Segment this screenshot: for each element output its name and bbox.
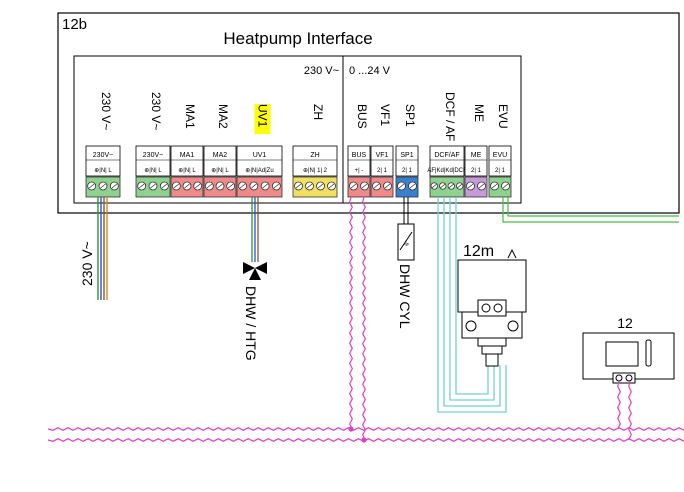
valve-wiring	[251, 197, 259, 262]
uv1-highlight	[254, 104, 271, 134]
connector-block	[292, 176, 338, 198]
voltage-high-label: 230 V~	[304, 65, 339, 77]
terminal-pin-labels: ⊕|N| L	[94, 168, 112, 174]
terminal-vertical-label: MA1	[183, 104, 197, 129]
terminal-box-label: SP1	[400, 152, 413, 159]
terminal-vertical-label: ME	[472, 104, 486, 122]
module-wiring	[437, 197, 507, 413]
terminal-box-label: EVU	[493, 152, 507, 159]
terminal-t230a: 230 V~ 230V~ ⊕|N| L	[85, 92, 121, 198]
controller-12: 12	[582, 315, 675, 384]
cylinder-sensor-wiring	[403, 197, 409, 225]
terminal-box-label: ZH	[310, 152, 319, 159]
terminal-pin-labels: ⊕|N| L	[144, 168, 162, 174]
terminal-box-label: MA2	[213, 152, 228, 159]
terminal-pin-labels: 2| 1	[471, 168, 482, 174]
terminal-tme: ME ME 2| 1	[464, 104, 488, 198]
terminal-vertical-label: ZH	[311, 104, 325, 120]
terminal-box-label: VF1	[376, 152, 389, 159]
terminal-pin-labels: 2| 1	[495, 168, 506, 174]
interface-board	[73, 55, 522, 204]
terminal-pin-labels: +| -	[355, 168, 364, 174]
terminal-box-label: ME	[471, 152, 482, 159]
terminal-tbus: BUS BUS +| -	[347, 104, 371, 198]
sensor-label: DHW CYL	[397, 264, 413, 329]
terminal-box-label: 230V~	[93, 152, 113, 159]
terminal-vertical-label: VF1	[378, 104, 392, 126]
evu-wiring	[502, 197, 679, 223]
bus-junction-1	[348, 426, 354, 432]
terminal-box-label: 230V~	[143, 152, 163, 159]
controller-label: 12	[617, 315, 633, 331]
terminal-vertical-label: BUS	[355, 104, 369, 129]
svg-text:-ϑ: -ϑ	[402, 240, 408, 246]
three-way-valve-icon	[243, 262, 267, 280]
terminal-box-label: MA1	[180, 152, 195, 159]
terminal-tdcf: DCF / AF DCF/AF AF|Kd|Kd|DCF	[427, 92, 467, 198]
mains-cable	[97, 197, 108, 300]
terminal-vertical-label: DCF / AF	[443, 92, 457, 141]
bus-junction-2	[361, 437, 367, 443]
terminal-pin-labels: ⊕|N| 1| 2	[303, 168, 328, 174]
terminal-pin-labels: 2| 1	[377, 168, 388, 174]
connector-block	[236, 176, 283, 198]
unit-label: 12b	[62, 16, 87, 33]
mains-cable-label: 230 V~	[79, 241, 95, 286]
bus-wiring	[47, 196, 684, 442]
terminal-pin-labels: ⊕|N|Ad|Zu	[245, 168, 273, 174]
terminal-box-label: DCF/AF	[434, 152, 459, 159]
temperature-sensor-icon: -ϑ	[397, 223, 415, 261]
terminal-tzh: ZH ZH ⊕|N| 1| 2	[292, 104, 338, 198]
interface-title: Heatpump Interface	[223, 29, 372, 48]
terminal-box-label: UV1	[253, 152, 267, 159]
terminal-vertical-label: SP1	[403, 104, 417, 127]
voltage-low-label: 0 ...24 V	[349, 65, 391, 77]
module-label: 12m	[463, 243, 494, 260]
terminal-box-label: BUS	[352, 152, 367, 159]
terminal-t230b: 230 V~ 230V~ ⊕|N| L	[135, 92, 171, 198]
terminal-pin-labels: ⊕|N| L	[178, 168, 196, 174]
terminal-tevu: EVU EVU 2| 1	[488, 104, 512, 198]
enclosure-frame	[57, 12, 680, 214]
terminal-vertical-label: MA2	[216, 104, 230, 129]
terminal-vertical-label: 230 V~	[99, 92, 113, 130]
terminal-pin-labels: AF|Kd|Kd|DCF	[427, 168, 467, 174]
terminal-vertical-label: 230 V~	[149, 92, 163, 130]
connector-block	[429, 176, 465, 198]
valve-label: DHW / HTG	[243, 286, 259, 361]
terminal-vertical-label: EVU	[496, 104, 510, 129]
room-module-12m: 12m	[457, 243, 527, 367]
terminal-vertical-label: UV1	[256, 104, 270, 128]
terminal-pin-labels: ⊕|N| L	[211, 168, 229, 174]
terminal-pin-labels: 2| 1	[402, 168, 413, 174]
